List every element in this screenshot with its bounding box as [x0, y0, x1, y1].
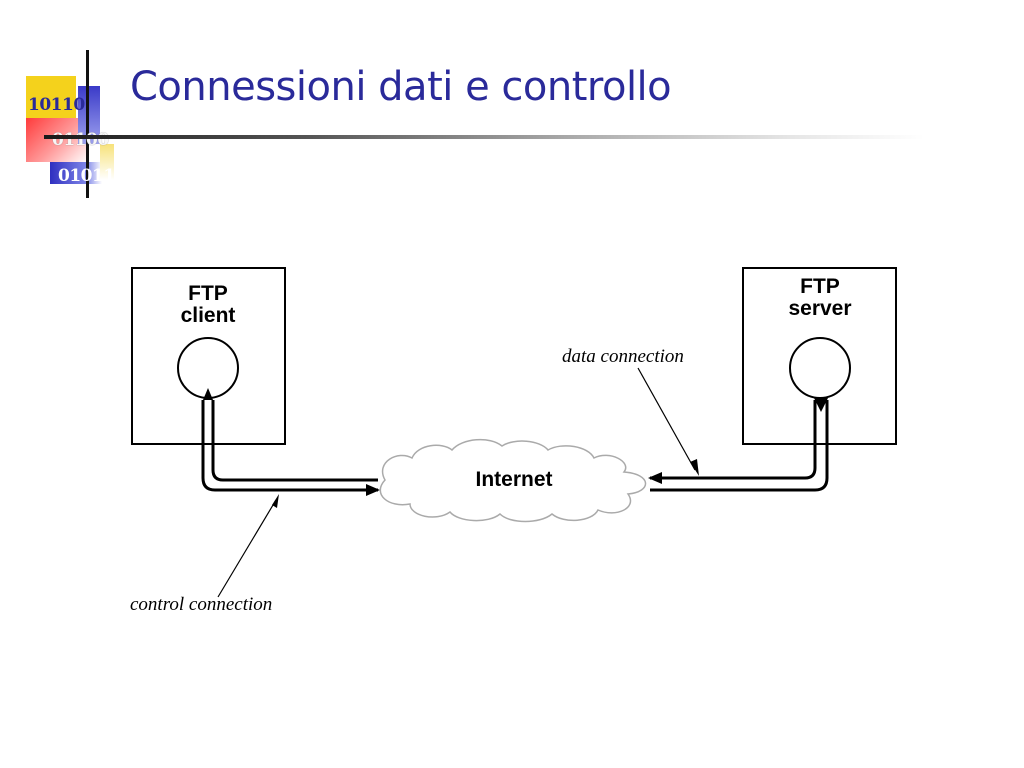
slide-title: Connessioni dati e controllo: [130, 64, 672, 110]
logo-blue-bar: [50, 162, 102, 184]
client-right-arrowhead: [366, 484, 380, 496]
logo-bits-line1: 10110: [28, 95, 85, 115]
control-connection-pointer-head: [272, 494, 279, 508]
server-label-line1: FTP: [800, 275, 840, 298]
server-outer-line: [650, 400, 829, 492]
client-label-line2: client: [181, 304, 236, 327]
client-label-line1: FTP: [188, 282, 228, 305]
logo-yellow-square: [26, 76, 76, 120]
data-connection-pointer: [637, 367, 696, 471]
logo-vertical-rule: [86, 50, 89, 198]
server-inner-line: [650, 400, 817, 480]
client-inner-line: [211, 400, 378, 482]
server-process-circle: [789, 337, 851, 399]
server-down-arrowhead: [814, 398, 828, 412]
control-connection-pointer: [217, 499, 277, 598]
logo-yellow-bar: [100, 144, 114, 180]
client-outer-line: [201, 400, 378, 492]
internet-cloud: [379, 438, 647, 523]
server-connection-lines: [650, 400, 829, 492]
logo-bits-line3: 01011: [58, 166, 115, 186]
client-connection-lines: [201, 400, 378, 492]
control-connection-label: control connection: [130, 594, 272, 615]
server-left-arrowhead: [648, 472, 662, 484]
logo-red-square: [26, 118, 88, 162]
logo-blue-square: [78, 86, 100, 144]
client-up-arrowhead: [203, 388, 213, 400]
data-connection-pointer-head: [690, 459, 699, 476]
server-label-line2: server: [788, 297, 851, 320]
title-rule: [44, 135, 924, 139]
internet-label: Internet: [475, 468, 552, 491]
data-connection-label: data connection: [562, 346, 684, 367]
